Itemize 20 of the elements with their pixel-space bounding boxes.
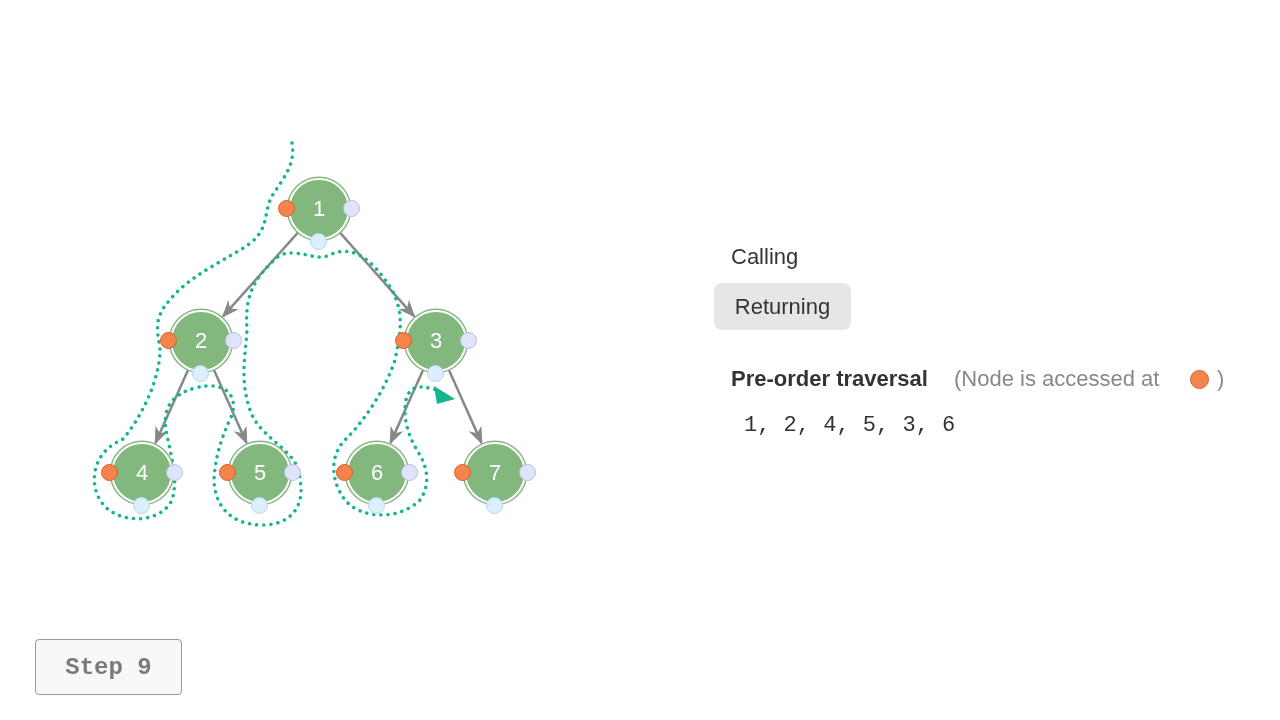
tree-edge-arrow: [339, 232, 416, 318]
tree-node-circle: 5: [229, 442, 291, 504]
section-heading: Pre-order traversal: [731, 366, 928, 392]
tree-edge-arrow: [447, 369, 483, 445]
tree-node-circle: 1: [288, 178, 350, 240]
tree-edge-arrow: [154, 369, 190, 445]
highlighted-tab: Returning: [714, 283, 851, 330]
note-text: ): [1217, 366, 1225, 392]
note-text: (Node is accessed at: [954, 366, 1160, 392]
tree-node-circle: 3: [405, 310, 467, 372]
step-counter: Step 9: [35, 639, 182, 695]
tree-edge-arrow: [221, 232, 299, 318]
traversal-sequence: 1, 2, 4, 5, 3, 6: [744, 413, 956, 438]
tree-node-circle: 7: [464, 442, 526, 504]
tree-edge-arrow: [212, 369, 248, 445]
tree-edge-arrow: [389, 369, 425, 445]
tree-node-circle: 6: [346, 442, 408, 504]
tree-node-circle: 2: [170, 310, 232, 372]
tab-label: Calling: [731, 244, 799, 270]
tree-node-circle: 4: [111, 442, 173, 504]
